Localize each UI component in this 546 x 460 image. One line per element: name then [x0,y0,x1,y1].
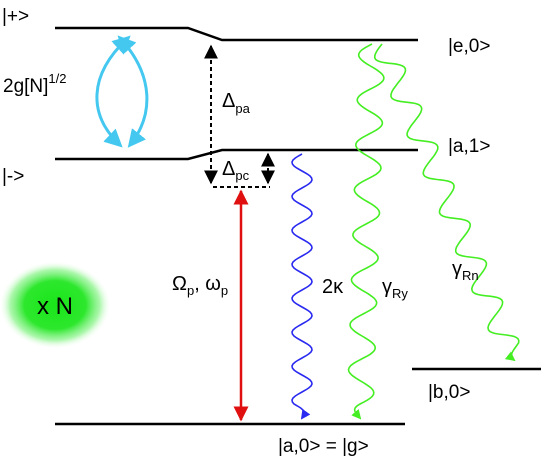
probe-label: Ωp, ωp [172,273,228,298]
label-b0: |b,0> [428,382,470,403]
delta-pa-label: Δpa [222,90,251,116]
label-minus: |-> [2,166,24,187]
delta-pc-label: Δpc [222,158,250,183]
gamma-rn-label: γRn [452,258,479,283]
label-plus: |+> [2,6,29,27]
label-e0: |e,0> [448,36,490,57]
level-minus-a1 [55,148,418,161]
gamma-ry-label: γRy [382,276,408,301]
coupling-arrow-left [95,35,131,148]
level-plus-e0 [55,26,418,42]
rn-decay-arrow [374,43,520,362]
ensemble-label: x N [37,293,73,320]
rydberg-decay-arrow [347,43,385,420]
kappa-label: 2κ [322,276,344,298]
coupling-arrow-right [117,35,149,148]
coupling-label: 2g[N]1/2 [3,71,67,97]
label-a1: |a,1> [448,136,490,157]
label-ground: |a,0> = |g> [278,436,369,457]
atom-ensemble-glow [0,261,111,349]
cavity-decay-arrow [291,153,313,420]
